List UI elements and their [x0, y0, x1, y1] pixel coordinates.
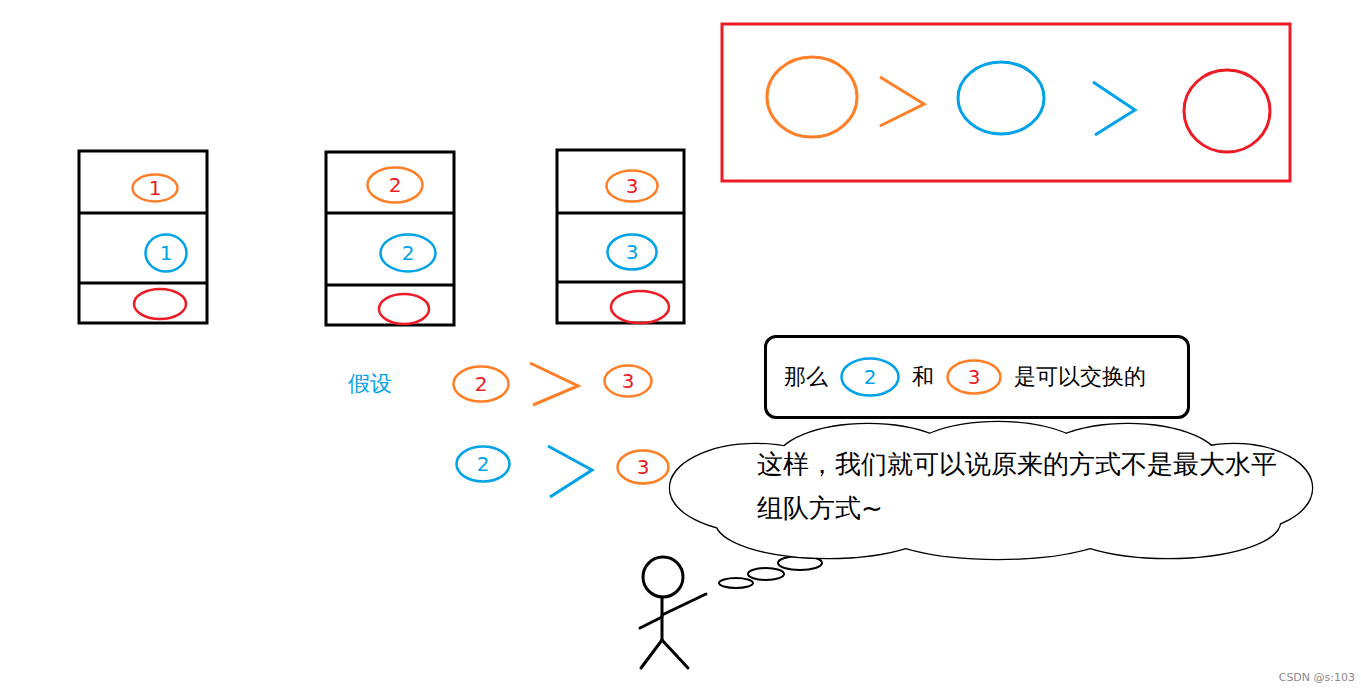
red-ellipse — [134, 289, 186, 319]
thought-bubble — [719, 578, 753, 588]
number-circle: 2 — [840, 357, 900, 397]
thought-cloud: 这样，我们就可以说原来的方式不是最大水平组队方式~ — [668, 418, 1316, 560]
number-circle: 3 — [616, 449, 670, 485]
watermark: CSDN @s:103 — [1279, 671, 1355, 684]
node-text: 2 — [475, 373, 488, 395]
number-circle: 2 — [379, 233, 437, 273]
node-text: 2 — [864, 366, 877, 388]
blue-circle — [958, 62, 1044, 134]
node-text: 2 — [402, 242, 415, 264]
number-circle: 1 — [144, 233, 188, 273]
cloud-outline — [668, 418, 1316, 560]
node-text: 1 — [149, 177, 162, 199]
number-circle: 2 — [452, 365, 510, 403]
red-ellipse — [379, 294, 429, 324]
thought-bubble — [748, 568, 784, 580]
node-text: 2 — [389, 174, 402, 196]
node-text: 和 — [912, 363, 934, 391]
red-circle — [1184, 70, 1270, 152]
node-text: 3 — [968, 366, 981, 388]
node-text: 那么 — [784, 363, 828, 391]
column-box — [326, 152, 454, 325]
number-circle: 2 — [455, 445, 511, 483]
node-text: 这样，我们就可以说原来的方式不是最大水平组队方式~ — [757, 442, 1293, 530]
node-text: 2 — [477, 453, 490, 475]
node-text: 3 — [622, 370, 635, 392]
node-text: 3 — [637, 456, 650, 478]
note-box: 那么 2 和 3 是可以交换的 — [764, 335, 1190, 419]
node-text: 1 — [160, 242, 173, 264]
red-ellipse — [611, 291, 669, 323]
number-circle: 3 — [606, 233, 658, 271]
column-box — [557, 150, 684, 323]
node-text: 3 — [626, 241, 639, 263]
assumption-label: 假设 — [348, 369, 392, 399]
orange-circle — [767, 57, 857, 137]
number-circle: 3 — [605, 169, 659, 203]
number-circle: 3 — [603, 364, 653, 398]
order-box — [722, 24, 1290, 181]
column-box — [79, 151, 207, 323]
node-text: 3 — [626, 175, 639, 197]
greater-sign — [1093, 82, 1135, 135]
node-text: 是可以交换的 — [1014, 363, 1146, 391]
greater-sign — [880, 77, 924, 126]
number-circle: 2 — [366, 166, 424, 204]
stick-figure — [640, 557, 706, 668]
greater-sign — [530, 363, 578, 405]
number-circle: 3 — [946, 359, 1002, 395]
greater-sign — [548, 446, 592, 497]
number-circle: 1 — [131, 173, 179, 203]
